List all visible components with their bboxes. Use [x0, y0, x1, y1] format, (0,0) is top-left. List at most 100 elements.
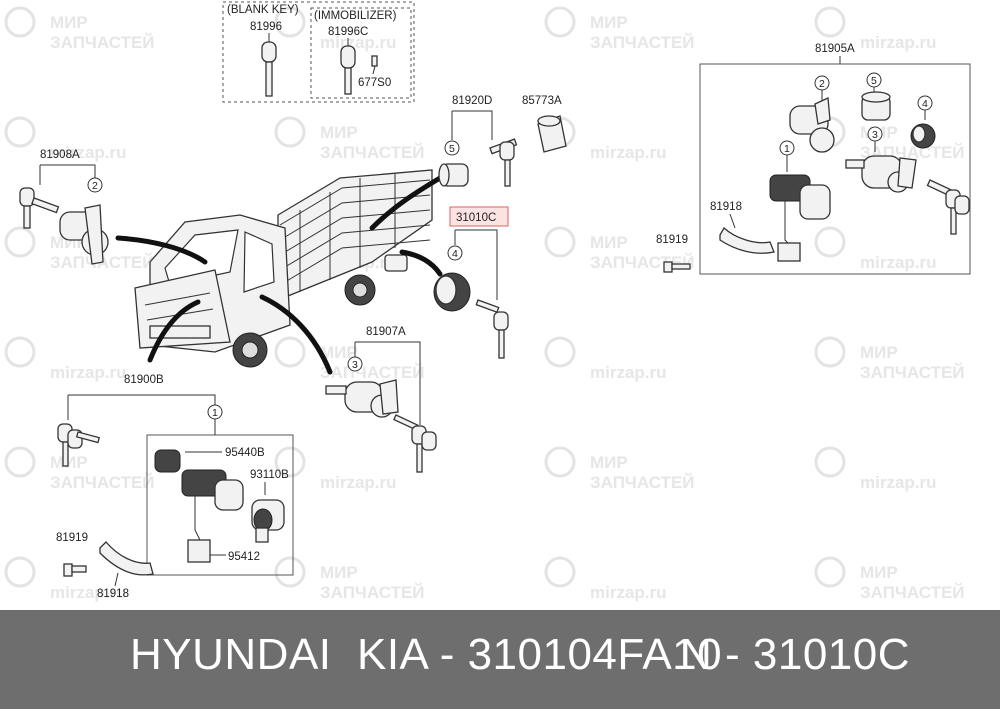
watermark-logo-icon — [4, 6, 36, 38]
label-81919-bottom: 81919 — [56, 532, 88, 544]
watermark-line1: МИР — [590, 233, 628, 252]
lock-cylinder-cap-icon — [438, 163, 469, 187]
watermark-logo-icon — [274, 336, 306, 368]
watermark-url: mirzap.ru — [50, 143, 127, 162]
label-85773A: 85773A — [522, 95, 562, 107]
callout-3-right: 3 — [872, 129, 878, 141]
watermark-logo-icon — [274, 6, 306, 38]
watermark-logo-icon — [814, 446, 846, 478]
watermark-line2: ЗАПЧАСТЕЙ — [50, 33, 155, 52]
callout-4-right: 4 — [922, 98, 928, 110]
bracket-clamp-icon — [719, 226, 775, 254]
watermark-logo-icon — [544, 6, 576, 38]
watermark-logo-icon — [544, 556, 576, 588]
ignition-key-icon — [57, 423, 101, 467]
cylinder-cap-icon — [861, 91, 891, 121]
watermark-logo-icon — [544, 226, 576, 258]
watermark-line2: ЗАПЧАСТЕЙ — [590, 473, 695, 492]
label-93110B: 93110B — [250, 469, 289, 481]
watermark-logo-icon — [274, 556, 306, 588]
watermark-logo-icon — [4, 446, 36, 478]
label-81907A: 81907A — [366, 326, 406, 338]
watermark-tile: mirzap.ru — [274, 446, 397, 492]
label-81918-top: 81918 — [710, 201, 742, 213]
door-key-icon — [19, 187, 60, 229]
part-number-banner: HYUNDAI KIA - 310104FA10 N - 31010C — [0, 610, 1000, 709]
watermark-line1: МИР — [50, 453, 88, 472]
watermark-tile: mirzap.ru — [814, 6, 937, 52]
watermark-logo-icon — [814, 226, 846, 258]
watermark-tile: mirzap.ru — [4, 116, 127, 162]
blank-key-title: (BLANK KEY) — [227, 4, 299, 16]
watermark-tile: mirzap.ru — [4, 556, 127, 602]
tailgate-key-icon — [489, 138, 518, 187]
watermark-url: mirzap.ru — [590, 363, 667, 382]
callout-2-left: 2 — [92, 180, 98, 192]
callout-2-right: 2 — [819, 78, 825, 90]
watermark-line2: ЗАПЧАСТЕЙ — [320, 583, 425, 602]
watermark-logo-icon — [274, 116, 306, 148]
side-lock-key-icon — [393, 414, 437, 473]
label-81919-top: 81919 — [656, 234, 688, 246]
watermark-logo-icon — [814, 556, 846, 588]
watermark-url: mirzap.ru — [50, 583, 127, 602]
fuel-cap-small-icon — [910, 123, 936, 149]
watermark-line1: МИР — [590, 453, 628, 472]
watermark-line1: МИР — [860, 343, 898, 362]
door-lock-cylinder-icon — [59, 204, 109, 265]
pointer-arrows — [115, 175, 443, 375]
ignition-switch-icon — [769, 174, 831, 262]
watermark-logo-icon — [814, 336, 846, 368]
watermark-tile: mirzap.ru — [814, 226, 937, 272]
label-95412: 95412 — [228, 551, 260, 563]
watermark-logo-icon — [814, 6, 846, 38]
watermark-url: mirzap.ru — [320, 33, 397, 52]
reference-number: N - 31010C — [680, 630, 911, 679]
watermark-url: mirzap.ru — [590, 143, 667, 162]
watermark-line1: МИР — [50, 13, 88, 32]
watermark-line2: ЗАПЧАСТЕЙ — [860, 363, 965, 382]
callout-5-mid: 5 — [449, 143, 455, 155]
watermark-tile: mirzap.ru — [4, 336, 127, 382]
truck-illustration — [134, 169, 433, 368]
watermark-url: mirzap.ru — [860, 33, 937, 52]
switch-module-icon — [251, 499, 285, 543]
label-81905A: 81905A — [815, 43, 855, 55]
watermark-logo-icon — [4, 556, 36, 588]
label-81900B: 81900B — [124, 374, 164, 386]
ignition-group: 81900B 1 95440B 93110B 95 — [56, 374, 294, 600]
callout-1-right: 1 — [784, 143, 790, 155]
watermark-url: mirzap.ru — [590, 583, 667, 602]
bolt-bottom-icon — [63, 563, 87, 577]
lock-cylinder-icon — [845, 155, 917, 193]
side-lock-cylinder-icon — [325, 379, 399, 418]
watermark-logo-icon — [544, 446, 576, 478]
label-81920D: 81920D — [452, 95, 492, 107]
watermark-logo-icon — [544, 336, 576, 368]
watermark-url: mirzap.ru — [860, 473, 937, 492]
watermark-tile: mirzap.ru — [544, 336, 667, 382]
watermark-url: mirzap.ru — [860, 253, 937, 272]
callout-1-bottom: 1 — [212, 407, 218, 419]
door-lock-group-left: 81908A 2 — [19, 149, 109, 265]
immobilizer-title: (IMMOBILIZER) — [314, 10, 397, 22]
key-pair-icon — [926, 179, 970, 235]
bracket-clamp-bottom-icon — [99, 541, 154, 576]
watermark-line1: МИР — [860, 563, 898, 582]
blank-key-icon — [261, 33, 277, 97]
side-lock-group: 81907A 3 — [325, 326, 437, 473]
watermark-line2: ЗАПЧАСТЕЙ — [50, 473, 155, 492]
immobilizer-key-icon — [340, 38, 378, 95]
callout-4-mid: 4 — [452, 248, 458, 260]
label-81918-bottom: 81918 — [97, 588, 129, 600]
fuel-cap-key-icon — [475, 299, 509, 359]
watermark-line1: МИР — [320, 343, 358, 362]
watermark-logo-icon — [4, 116, 36, 148]
